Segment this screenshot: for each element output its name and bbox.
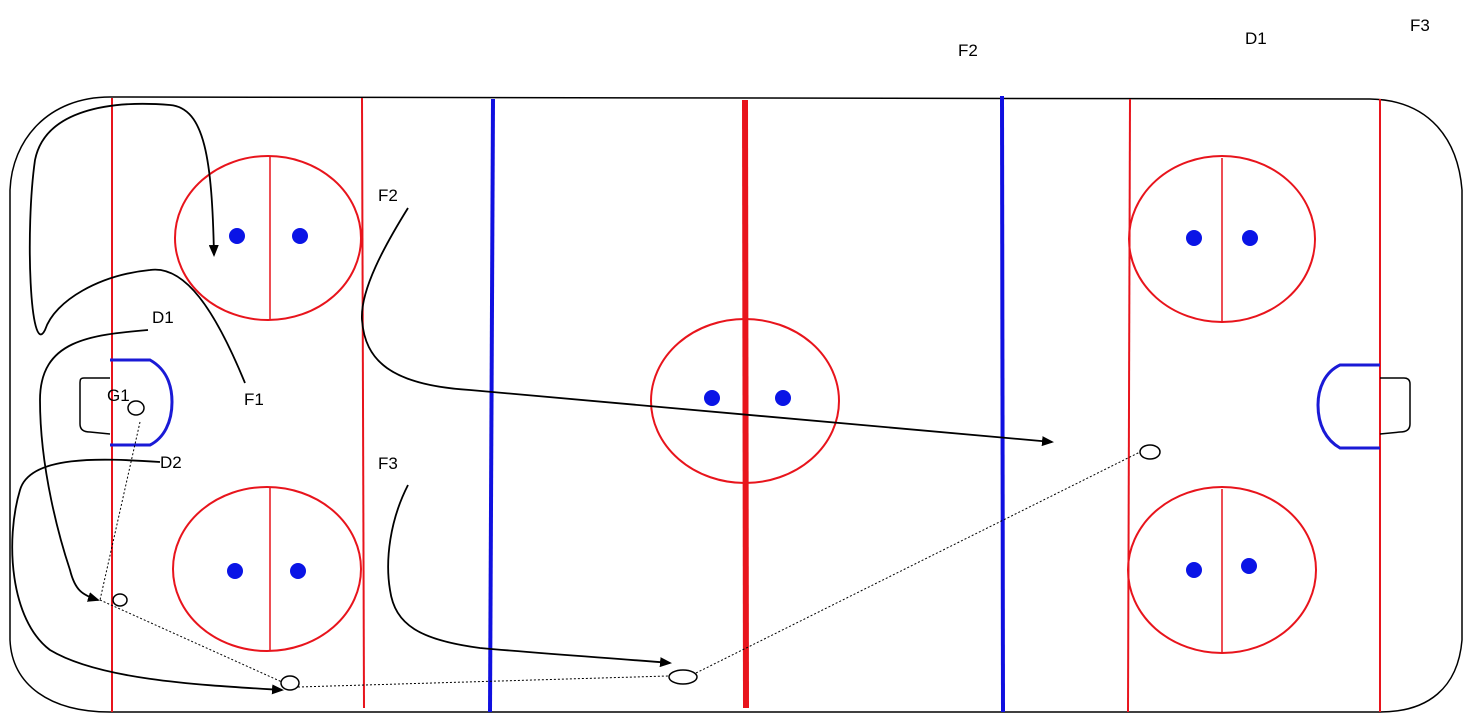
rink-boards: [9, 96, 1463, 713]
top-label-f2: F2: [958, 41, 978, 60]
puck: [668, 669, 698, 685]
blue-line-left: [488, 98, 495, 713]
puck: [1139, 444, 1161, 460]
faceoff-dot: [292, 228, 308, 244]
player-label-g1: G1: [107, 386, 130, 405]
path-f2: [361, 207, 1054, 447]
path-d1: [39, 329, 149, 602]
top-label-f3: F3: [1410, 16, 1430, 35]
faceoff-circle-top-right: [1128, 155, 1316, 323]
faceoff-dot: [229, 228, 245, 244]
red-line-left: [361, 97, 365, 709]
faceoff-dot: [227, 563, 243, 579]
skating-paths: [11, 102, 1054, 695]
center-red-line: [742, 99, 749, 709]
top-label-d1: D1: [1245, 29, 1267, 48]
faceoff-circle-bottom-right: [1127, 486, 1317, 654]
faceoff-dot: [1241, 558, 1257, 574]
player-label-f2: F2: [378, 186, 398, 205]
path-f3: [387, 484, 672, 668]
faceoff-circle-bottom-left: [172, 486, 362, 652]
player-label-f3: F3: [378, 454, 398, 473]
blue-line-right: [1000, 95, 1005, 713]
faceoff-dot: [1186, 562, 1202, 578]
faceoff-dot: [704, 390, 720, 406]
puck: [112, 593, 128, 607]
player-label-d1: D1: [152, 308, 174, 327]
pass-lines: [99, 421, 1141, 688]
player-label-f1: F1: [244, 390, 264, 409]
puck: [127, 400, 145, 416]
faceoff-dot: [1186, 230, 1202, 246]
path-f1: [28, 102, 246, 384]
goal-net-left: [79, 377, 111, 435]
goal-crease-left: [110, 358, 174, 447]
faceoff-dot: [1242, 230, 1258, 246]
goal-crease-right: [1316, 363, 1380, 450]
puck: [280, 675, 300, 691]
faceoff-dot: [290, 563, 306, 579]
faceoff-circle-center: [650, 318, 840, 484]
player-label-d2: D2: [160, 453, 182, 472]
goal-net-right: [1379, 377, 1411, 435]
faceoff-circle-top-left: [174, 155, 362, 321]
path-d2: [11, 458, 284, 695]
faceoff-dot: [775, 390, 791, 406]
red-line-right: [1127, 98, 1131, 713]
